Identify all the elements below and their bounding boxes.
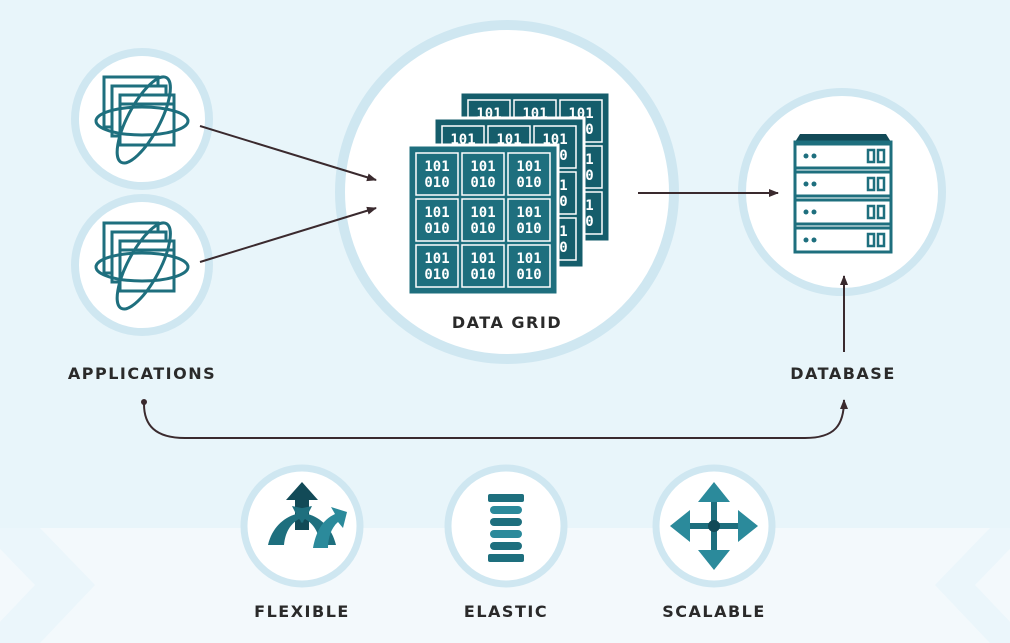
database-server-icon [793,134,893,254]
grid-binary-text: 101 [516,251,541,267]
grid-binary-text: 010 [424,175,449,191]
scalable-label: SCALABLE [662,602,766,621]
applications-label: APPLICATIONS [67,364,217,383]
data-grid-icon: 1010101010101010101010101010101010101010… [406,90,612,297]
grid-binary-text: 010 [470,267,495,283]
grid-binary-text: 101 [470,159,495,175]
grid-binary-text: 010 [470,221,495,237]
application-stack-icon [94,75,190,165]
grid-binary-text: 010 [516,267,541,283]
feature-elastic [444,464,568,588]
feature-flexible [240,464,364,588]
grid-binary-text: 101 [424,205,449,221]
grid-binary-text: 101 [470,251,495,267]
grid-binary-text: 101 [470,205,495,221]
arrow-apps-to-database [143,399,848,439]
connector-arrows [141,125,848,439]
grid-binary-text: 101 [424,159,449,175]
grid-binary-text: 101 [424,251,449,267]
elastic-label: ELASTIC [463,602,549,621]
spring-icon [488,494,524,562]
arrow-app1-to-grid [199,125,377,182]
grid-binary-text: 010 [424,267,449,283]
flexible-label: FLEXIBLE [254,602,350,621]
application-node-1 [71,48,213,190]
data-grid-node: 1010101010101010101010101010101010101010… [335,20,679,364]
split-arrow-icon [268,482,347,548]
application-stack-icon [94,221,190,311]
application-node-2 [71,194,213,336]
grid-binary-text: 010 [424,221,449,237]
grid-binary-text: 010 [516,175,541,191]
four-way-arrow-icon [670,482,758,570]
grid-binary-text: 010 [516,221,541,237]
data-grid-label: DATA GRID [451,313,563,332]
database-label: DATABASE [790,364,896,383]
grid-binary-text: 101 [516,205,541,221]
grid-binary-text: 010 [470,175,495,191]
grid-binary-text: 101 [516,159,541,175]
feature-scalable [652,464,776,588]
arrow-app2-to-grid [199,206,377,263]
database-node [738,88,946,296]
grid-panel: 1010101010101010101010101010101010101010… [406,143,560,297]
